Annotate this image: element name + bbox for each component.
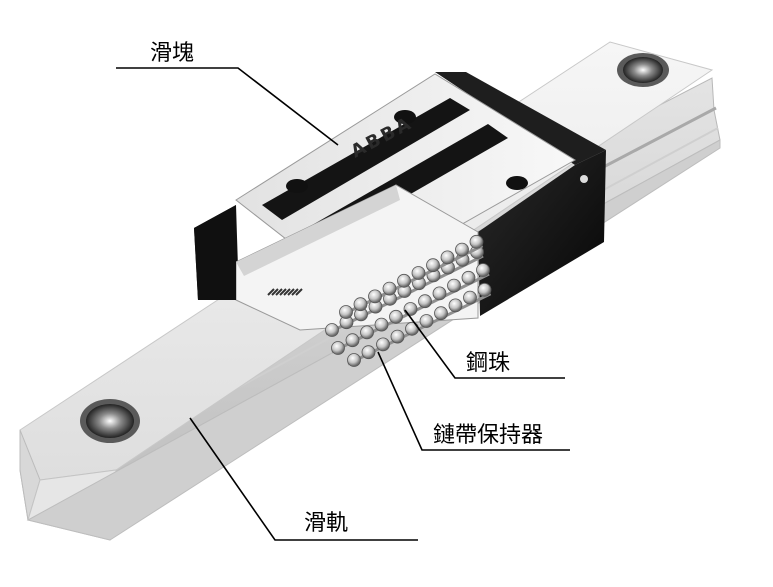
steel-ball bbox=[389, 309, 403, 324]
label-steel-balls: 鋼珠 bbox=[466, 351, 510, 376]
label-chain-retainer: 鏈帶保持器 bbox=[433, 423, 543, 448]
steel-ball bbox=[419, 314, 434, 328]
steel-ball bbox=[426, 258, 440, 273]
steel-ball bbox=[432, 286, 447, 301]
steel-ball bbox=[325, 323, 339, 337]
steel-ball bbox=[390, 329, 405, 344]
leader-chain-retainer bbox=[377, 351, 570, 451]
steel-ball bbox=[411, 266, 426, 280]
label-slider-block: 滑塊 bbox=[150, 41, 194, 66]
steel-ball bbox=[461, 270, 476, 285]
steel-ball bbox=[374, 317, 389, 332]
leader-lines bbox=[116, 67, 570, 541]
steel-ball bbox=[448, 298, 463, 313]
steel-ball bbox=[440, 250, 455, 265]
steel-ball bbox=[361, 345, 376, 360]
steel-ball bbox=[455, 242, 469, 257]
steel-ball bbox=[434, 306, 448, 321]
steel-ball bbox=[476, 263, 490, 277]
steel-ball bbox=[382, 281, 397, 296]
steel-ball bbox=[418, 294, 432, 309]
leader-steel-balls bbox=[404, 309, 565, 379]
steel-ball bbox=[347, 353, 361, 367]
steel-ball bbox=[463, 290, 477, 305]
leader-rail bbox=[189, 417, 418, 541]
steel-ball bbox=[376, 337, 390, 352]
steel-ball bbox=[331, 341, 345, 355]
steel-ball bbox=[447, 278, 461, 293]
end-seal-spring bbox=[267, 288, 303, 296]
steel-ball bbox=[360, 325, 374, 340]
steel-ball bbox=[403, 302, 418, 316]
steel-ball bbox=[345, 333, 360, 348]
steel-ball bbox=[405, 321, 419, 336]
steel-ball bbox=[397, 273, 411, 288]
steel-ball bbox=[477, 282, 492, 297]
steel-ball bbox=[469, 234, 484, 249]
steel-ball bbox=[368, 289, 382, 304]
leader-slider-block bbox=[116, 67, 339, 146]
rail-hole-front bbox=[80, 399, 140, 443]
steel-ball bbox=[353, 297, 368, 312]
rail-hole-back bbox=[617, 53, 669, 87]
slider-block bbox=[194, 72, 606, 331]
label-rail: 滑軌 bbox=[304, 511, 348, 536]
steel-ball bbox=[339, 305, 353, 319]
